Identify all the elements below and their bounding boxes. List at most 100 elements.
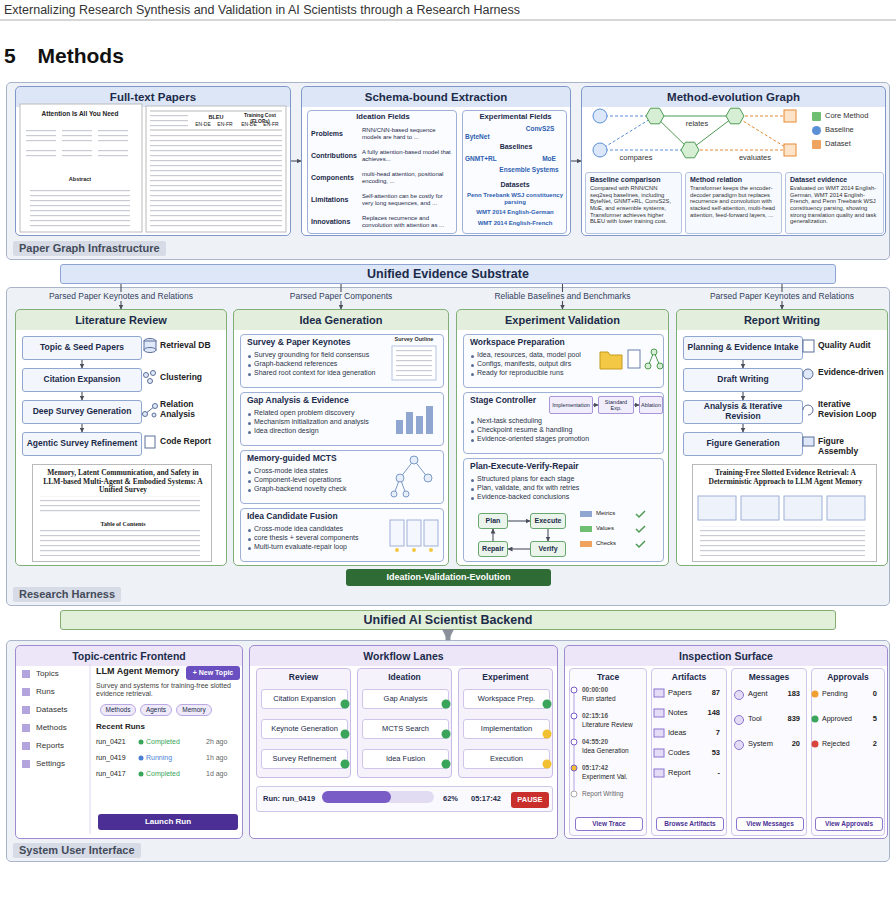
- label-text: A fully attention-based model that achie…: [362, 149, 455, 163]
- label-text: Rejected: [822, 740, 862, 748]
- label-text: Parsed Paper Keynotes and Relations: [707, 292, 857, 302]
- drawing-rect: [145, 436, 155, 448]
- drawing-rect: [396, 420, 403, 434]
- drawing-rect: [698, 496, 736, 520]
- drawing-circle: [593, 143, 607, 157]
- label-text: Ideation-Validation-Evolution: [386, 572, 510, 582]
- label-text: Report Writing: [582, 790, 642, 797]
- drawing-rect: [654, 729, 664, 737]
- drawing-g: [395, 548, 433, 552]
- drawing-g: [390, 520, 438, 546]
- label-text: Agentic Survey Refinement: [27, 439, 138, 449]
- label-text: 839: [782, 715, 800, 724]
- label-text: multi-head attention, positional encodin…: [362, 171, 455, 185]
- drawing-line: [735, 116, 790, 150]
- drawing-g: [22, 670, 30, 768]
- drawing-line: [690, 150, 790, 151]
- label-text: Topic & Seed Papers: [40, 343, 124, 353]
- label-text: 87: [702, 689, 720, 698]
- node-box: Topic & Seed Papers: [22, 336, 142, 360]
- drawing-path: [636, 526, 645, 532]
- connector: [571, 160, 581, 161]
- label-text: Stage Controller: [470, 396, 536, 406]
- label-text: Shared root context for idea generation: [254, 369, 390, 377]
- connector: [81, 392, 82, 400]
- label-text: Clustering: [160, 373, 224, 383]
- label-text: Review: [257, 673, 350, 683]
- drawing-circle: [429, 548, 433, 552]
- node-box: Stage ControllerNext-task schedulingChec…: [463, 392, 664, 454]
- drawing-rect: [741, 496, 779, 520]
- label-text: 05:17:42: [582, 764, 640, 771]
- node-box: Citation Expansion: [22, 368, 142, 392]
- label-text: -: [702, 769, 720, 778]
- label-text: Table of Contents: [39, 521, 207, 528]
- drawing-g: [571, 687, 577, 797]
- label-text: Workspace Preparation: [470, 338, 565, 348]
- drawing-polygon: [681, 142, 699, 158]
- drawing-rect: [20, 104, 142, 232]
- label-text: Self-attention can be costly for very lo…: [362, 193, 455, 207]
- drawing-rect: [322, 791, 391, 803]
- label-text: Idea, resources, data, model pool: [477, 351, 613, 359]
- label-text: 1h ago: [206, 754, 238, 762]
- node-box: Launch Run: [98, 814, 238, 830]
- node-box: Baseline comparisonCompared with RNN/CNN…: [585, 172, 682, 234]
- node-box: Schema-bound ExtractionIdeation FieldsPr…: [301, 86, 571, 236]
- label-text: Baseline: [825, 126, 883, 135]
- label-text: Ideas: [668, 729, 702, 738]
- label-text: Agent: [748, 690, 780, 699]
- label-text: Recent Runs: [96, 722, 176, 731]
- label-text: Ablation: [641, 402, 661, 408]
- label-text: View Trace: [592, 820, 626, 827]
- label-text: Datasets: [465, 181, 565, 189]
- label-text: System User Interface: [13, 843, 141, 858]
- drawing-rect: [40, 529, 200, 556]
- drawing-rect: [407, 520, 421, 546]
- label-text: run_0421: [96, 738, 138, 746]
- label-text: ConvS2S: [515, 125, 565, 132]
- drawing-circle: [395, 548, 399, 552]
- label-text: Repair: [482, 545, 504, 553]
- node-box: Research HarnessLiterature ReviewTopic &…: [6, 287, 890, 606]
- label-text: Memory: [182, 706, 205, 713]
- label-text: compares: [606, 154, 666, 163]
- node-box: ReviewCitation ExpansionKeynote Generati…: [256, 668, 351, 778]
- drawing-rect: [396, 350, 432, 376]
- drawing-circle: [442, 760, 451, 769]
- drawing-rect: [22, 760, 30, 768]
- drawing-line: [150, 111, 282, 112]
- node-box: Standard Exp.: [598, 396, 634, 414]
- label-text: Schema-bound Extraction: [302, 91, 570, 104]
- drawing-path: [636, 511, 645, 517]
- connector: [81, 424, 82, 432]
- label-text: Checkpoint resume & handling: [477, 426, 663, 434]
- drawing-rect: [98, 128, 128, 142]
- connector: [742, 392, 743, 400]
- drawing-circle: [396, 474, 404, 482]
- label-text: Next-task scheduling: [477, 417, 663, 425]
- label-text: BLEU: [196, 114, 236, 120]
- label-text: Structured plans for each stage: [477, 475, 663, 483]
- label-text: Keynote Generation: [271, 725, 338, 734]
- drawing-rect: [22, 742, 30, 750]
- drawing-circle: [812, 691, 819, 698]
- drawing-circle: [410, 456, 418, 464]
- drawing-rect: [392, 346, 436, 380]
- label-text: Implementation: [481, 725, 532, 734]
- node-box: Repair: [478, 541, 508, 557]
- drawing-rect: [416, 416, 423, 434]
- label-text: Deep Survey Generation: [33, 407, 132, 417]
- label-text: Codes: [668, 749, 702, 758]
- label-text: Configs, manifests, output dirs: [477, 360, 613, 368]
- node-box: View Trace: [575, 817, 643, 831]
- drawing-rect: [30, 188, 130, 228]
- drawing-line: [655, 116, 735, 117]
- label-text: Method relation: [690, 176, 777, 184]
- node-box: MCTS Search: [362, 719, 449, 739]
- node-box: Citation Expansion: [261, 689, 348, 709]
- bullet-list: Idea, resources, data, model poolConfigs…: [477, 351, 613, 378]
- drawing-circle: [812, 741, 819, 748]
